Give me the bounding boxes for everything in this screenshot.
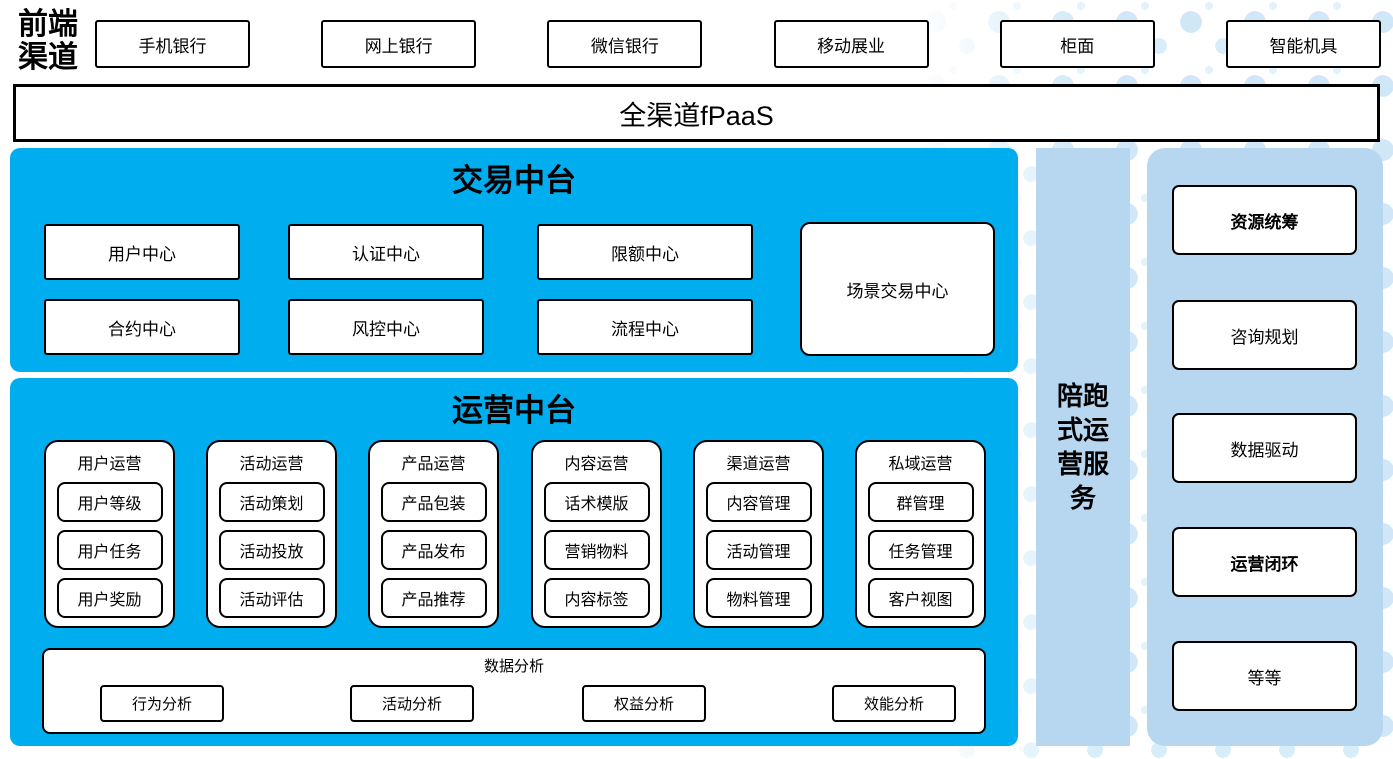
trade-center-process: 流程中心 <box>537 299 753 355</box>
op-item: 活动策划 <box>218 482 325 522</box>
op-item: 活动管理 <box>705 530 812 570</box>
front-channel-label: 前端渠道 <box>18 8 78 74</box>
op-column-title: 内容运营 <box>564 456 629 473</box>
op-item: 任务管理 <box>867 530 974 570</box>
da-item-efficiency: 效能分析 <box>832 685 956 722</box>
op-item: 用户任务 <box>56 530 163 570</box>
trade-center-contract: 合约中心 <box>44 299 240 355</box>
service-etc: 等等 <box>1172 641 1357 711</box>
op-column-product: 产品运营 产品包装 产品发布 产品推荐 <box>368 440 499 628</box>
data-analysis-title: 数据分析 <box>483 658 544 675</box>
channel-box-mobile-banking: 手机银行 <box>95 20 250 68</box>
op-item: 群管理 <box>867 482 974 522</box>
data-analysis-bar: 数据分析 行为分析 活动分析 权益分析 效能分析 <box>42 648 986 734</box>
op-item: 用户奖励 <box>56 578 163 618</box>
op-item: 活动评估 <box>218 578 325 618</box>
channel-box-counter: 柜面 <box>999 20 1155 68</box>
channel-box-smart-machine: 智能机具 <box>1225 20 1381 68</box>
op-column-title: 活动运营 <box>239 456 304 473</box>
trade-center-limit: 限额中心 <box>537 224 753 280</box>
op-column-title: 用户运营 <box>77 456 142 473</box>
op-item: 客户视图 <box>867 578 974 618</box>
da-item-behavior: 行为分析 <box>100 685 224 722</box>
trade-center-auth: 认证中心 <box>288 224 484 280</box>
op-item: 产品发布 <box>380 530 487 570</box>
service-consulting: 咨询规划 <box>1172 300 1357 370</box>
trade-platform-panel: 交易中台 用户中心 认证中心 限额中心 合约中心 风控中心 流程中心 场景交易中… <box>10 148 1018 372</box>
op-item: 产品推荐 <box>380 578 487 618</box>
op-column-channel: 渠道运营 内容管理 活动管理 物料管理 <box>693 440 824 628</box>
accompany-service-label: 陪跑式运营服务 <box>1056 381 1109 513</box>
fpaas-bar: 全渠道fPaaS <box>13 84 1380 142</box>
op-column-private-domain: 私域运营 群管理 任务管理 客户视图 <box>855 440 986 628</box>
service-resource-planning: 资源统筹 <box>1172 185 1357 255</box>
service-data-driven: 数据驱动 <box>1172 413 1357 483</box>
op-column-title: 产品运营 <box>401 456 466 473</box>
op-item: 内容管理 <box>705 482 812 522</box>
op-column-content: 内容运营 话术模版 营销物料 内容标签 <box>531 440 662 628</box>
op-item: 用户等级 <box>56 482 163 522</box>
channel-box-mobile-marketing: 移动展业 <box>773 20 929 68</box>
trade-center-user: 用户中心 <box>44 224 240 280</box>
trade-platform-title: 交易中台 <box>452 163 576 198</box>
da-item-activity: 活动分析 <box>350 685 474 722</box>
operation-platform-panel: 运营中台 用户运营 用户等级 用户任务 用户奖励 活动运营 活动策划 活动投放 … <box>10 378 1018 746</box>
channel-box-online-banking: 网上银行 <box>321 20 477 68</box>
accompany-service-bar: 陪跑式运营服务 <box>1036 148 1130 746</box>
op-item: 活动投放 <box>218 530 325 570</box>
op-column-title: 私域运营 <box>888 456 953 473</box>
op-column-title: 渠道运营 <box>726 456 791 473</box>
op-column-activity: 活动运营 活动策划 活动投放 活动评估 <box>206 440 337 628</box>
service-operation-loop: 运营闭环 <box>1172 527 1357 597</box>
right-services-panel: 资源统筹 咨询规划 数据驱动 运营闭环 等等 <box>1147 148 1383 746</box>
op-column-user: 用户运营 用户等级 用户任务 用户奖励 <box>44 440 175 628</box>
front-channel-row: 手机银行 网上银行 微信银行 移动展业 柜面 智能机具 <box>95 20 1381 68</box>
op-item: 物料管理 <box>705 578 812 618</box>
trade-center-scene: 场景交易中心 <box>800 222 995 356</box>
op-item: 营销物料 <box>543 530 650 570</box>
operation-platform-title: 运营中台 <box>452 393 576 428</box>
channel-box-wechat-banking: 微信银行 <box>547 20 703 68</box>
op-item: 产品包装 <box>380 482 487 522</box>
op-item: 内容标签 <box>543 578 650 618</box>
da-item-rights: 权益分析 <box>582 685 706 722</box>
trade-center-risk: 风控中心 <box>288 299 484 355</box>
op-item: 话术模版 <box>543 482 650 522</box>
